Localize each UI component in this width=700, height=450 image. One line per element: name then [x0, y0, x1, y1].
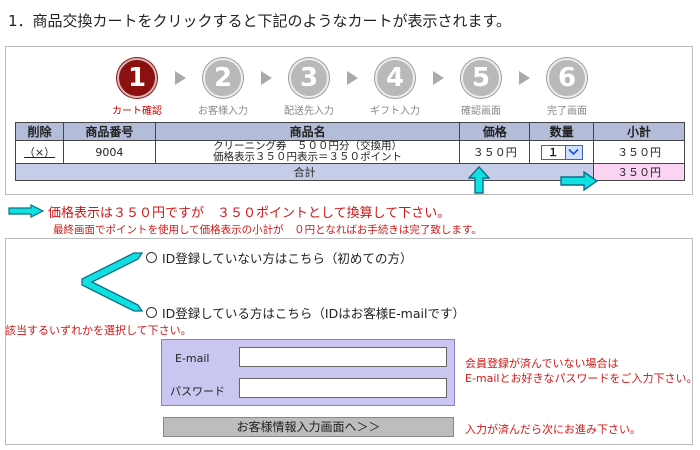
- step-label-2: お客様入力: [198, 106, 248, 117]
- option-new[interactable]: ID登録していない方はこちら（初めての方）: [146, 248, 412, 267]
- email-field[interactable]: [239, 347, 447, 367]
- quantity-cell: １: [529, 140, 595, 164]
- step-label-5: 確認画面: [461, 106, 501, 117]
- step-number-1: 1: [117, 58, 157, 98]
- step-number-5: 5: [461, 58, 501, 98]
- step-label-4: ギフト入力: [370, 106, 420, 117]
- header-price: 価格: [459, 122, 531, 141]
- item-price: ３５０円: [459, 140, 531, 164]
- chevron-down-icon[interactable]: [564, 145, 582, 159]
- arrow-right-icon: [8, 204, 44, 218]
- chevron-right-icon: [433, 71, 444, 85]
- step-5: 5 確認画面: [441, 58, 521, 117]
- total-row: 合計 ３５０円: [14, 163, 685, 181]
- step-label-6: 完了画面: [547, 106, 587, 117]
- password-label: パスワード: [170, 385, 225, 398]
- intro-text: 1．商品交換カートをクリックすると下記のようなカートが表示されます。: [8, 12, 512, 30]
- chevron-right-icon: [261, 71, 272, 85]
- total-label: 合計: [14, 163, 595, 181]
- step-2: 2 お客様入力: [183, 58, 263, 117]
- step-label-1: カート確認: [112, 106, 162, 117]
- item-subtotal: ３５０円: [593, 140, 685, 164]
- final-note: 最終画面でポイントを使用して価格表示の小計が ０円となればお手続きは完了致します…: [53, 224, 482, 236]
- delete-cell: （×）: [15, 140, 64, 164]
- chevron-right-icon: [175, 71, 186, 85]
- submit-note: 入力が済んだら次にお進み下さい。: [465, 423, 641, 436]
- cart-table: 削除 商品番号 商品名 価格 数量 小計 （×） 9004 クリーニング券 ５０…: [14, 122, 685, 181]
- email-label: E-mail: [175, 352, 210, 365]
- step-1: 1 カート確認: [97, 58, 177, 117]
- quantity-select[interactable]: １: [540, 144, 583, 160]
- header-item-number: 商品番号: [62, 122, 156, 141]
- member-note-line1: 会員登録が済んでいない場合は: [465, 357, 619, 370]
- option-member[interactable]: ID登録している方はこちら（IDはお客様E-mailです）: [146, 303, 465, 322]
- arrow-right-icon: [560, 171, 598, 191]
- item-name-line1: クリーニング券 ５００円分（交換用）: [213, 140, 403, 152]
- login-panel: [5, 238, 693, 445]
- step-number-3: 3: [289, 58, 329, 98]
- delete-link[interactable]: （×）: [23, 146, 56, 159]
- option-new-label: ID登録していない方はこちら（初めての方）: [162, 251, 413, 266]
- header-quantity: 数量: [529, 122, 595, 141]
- step-label-3: 配送先入力: [284, 106, 334, 117]
- arrow-up-icon: [468, 166, 490, 194]
- chevron-right-icon: [347, 71, 358, 85]
- arrow-icon: [81, 252, 144, 312]
- cart-header-row: 削除 商品番号 商品名 価格 数量 小計: [15, 122, 685, 141]
- table-row: （×） 9004 クリーニング券 ５００円分（交換用） 価格表示３５０円表示＝３…: [15, 140, 685, 164]
- step-3: 3 配送先入力: [269, 58, 349, 117]
- header-delete: 削除: [15, 122, 64, 141]
- radio-new[interactable]: [146, 252, 157, 263]
- password-field[interactable]: [239, 378, 447, 398]
- step-number-6: 6: [547, 58, 587, 98]
- price-note: 価格表示は３５０円ですが ３５０ポイントとして換算して下さい。: [48, 206, 451, 221]
- radio-member[interactable]: [146, 307, 157, 318]
- chevron-right-icon: [519, 71, 530, 85]
- item-name: クリーニング券 ５００円分（交換用） 価格表示３５０円表示＝３５０ポイント: [154, 140, 461, 164]
- total-value: ３５０円: [593, 163, 685, 181]
- header-item-name: 商品名: [154, 122, 461, 141]
- member-note-line2: E-mailとお好きなパスワードをご入力下さい。: [465, 372, 698, 385]
- login-form: E-mail パスワード: [161, 339, 455, 406]
- step-4: 4 ギフト入力: [355, 58, 435, 117]
- step-6: 6 完了画面: [527, 58, 607, 117]
- select-hint: 該当するいずれかを選択して下さい。: [5, 324, 192, 337]
- item-number: 9004: [62, 140, 156, 164]
- option-member-label: ID登録している方はこちら（IDはお客様E-mailです）: [162, 306, 465, 321]
- step-number-2: 2: [203, 58, 243, 98]
- header-subtotal: 小計: [593, 122, 685, 141]
- cart-panel: [5, 46, 693, 195]
- submit-button[interactable]: お客様情報入力画面へ＞＞: [163, 417, 454, 437]
- quantity-value: １: [547, 145, 559, 159]
- item-name-line2: 価格表示３５０円表示＝３５０ポイント: [213, 151, 403, 163]
- step-number-4: 4: [375, 58, 415, 98]
